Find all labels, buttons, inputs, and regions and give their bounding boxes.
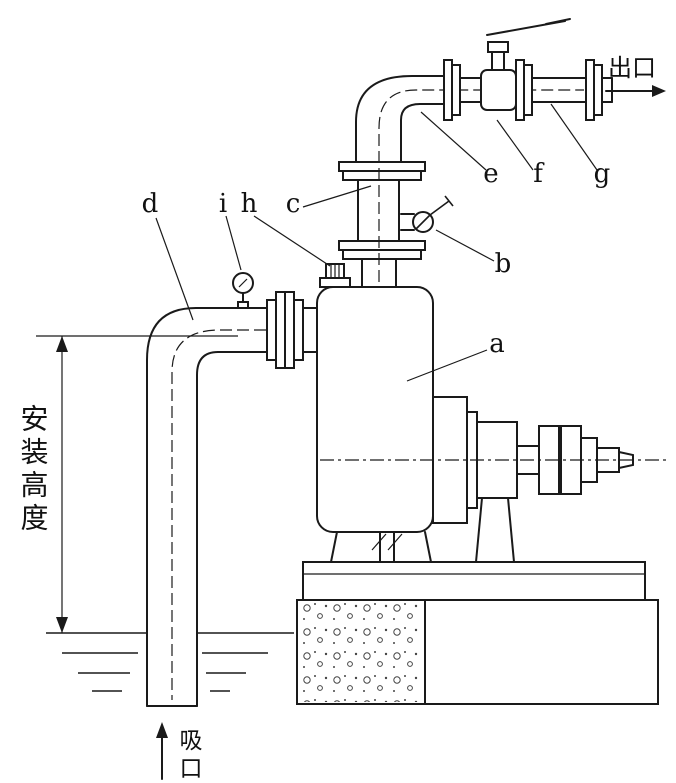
leader-f bbox=[496, 119, 534, 171]
label-d: d bbox=[142, 189, 159, 219]
suction-pipe bbox=[146, 291, 318, 707]
part-labels: a b c d e f g h i bbox=[142, 159, 611, 359]
outlet-annotation: 出口 bbox=[605, 54, 666, 97]
filler-plug bbox=[319, 263, 351, 288]
label-c: c bbox=[286, 189, 301, 219]
leader-d bbox=[155, 217, 194, 321]
valve-body bbox=[480, 69, 517, 111]
label-b: b bbox=[495, 249, 512, 279]
label-f: f bbox=[533, 159, 545, 189]
leader-c bbox=[302, 185, 372, 208]
cock-valve bbox=[400, 195, 454, 233]
leader-b bbox=[435, 229, 495, 262]
label-h: h bbox=[241, 189, 258, 219]
dimension-installation-height: 安装高度 bbox=[17, 335, 238, 633]
leader-h bbox=[253, 215, 331, 267]
suction-arrow-icon bbox=[156, 722, 168, 738]
foundation-block bbox=[296, 590, 659, 705]
leader-a bbox=[406, 349, 488, 382]
leader-g bbox=[550, 103, 598, 171]
label-e: e bbox=[483, 159, 498, 189]
discharge-pipe bbox=[338, 75, 584, 288]
outlet-label: 出口 bbox=[608, 54, 656, 82]
leader-lines bbox=[155, 103, 598, 382]
bearing-foot bbox=[474, 497, 516, 563]
water-surface-marks bbox=[46, 632, 294, 692]
suction-annotation: 吸口 bbox=[156, 722, 202, 783]
leader-i bbox=[225, 215, 242, 271]
leader-e bbox=[420, 111, 487, 171]
pressure-gauge bbox=[232, 272, 254, 309]
suction-label: 吸口 bbox=[175, 728, 202, 783]
outlet-arrow-icon bbox=[652, 85, 666, 97]
dimension-arrow-down-icon bbox=[56, 617, 68, 633]
pump-casing bbox=[316, 286, 434, 563]
label-a: a bbox=[489, 329, 505, 359]
label-i: i bbox=[219, 189, 227, 219]
valve-stem bbox=[491, 51, 505, 71]
dimension-arrow-up-icon bbox=[56, 336, 68, 352]
bearing-shaft-assembly bbox=[320, 396, 668, 563]
outlet-valve-assembly bbox=[443, 18, 613, 121]
valve-lever-grip bbox=[545, 18, 571, 25]
baseplate bbox=[302, 561, 646, 601]
suction-centerline bbox=[171, 329, 300, 700]
installation-height-label: 安装高度 bbox=[17, 404, 50, 536]
concrete-texture bbox=[299, 602, 423, 702]
label-g: g bbox=[594, 159, 611, 189]
discharge-centerline bbox=[378, 89, 584, 282]
